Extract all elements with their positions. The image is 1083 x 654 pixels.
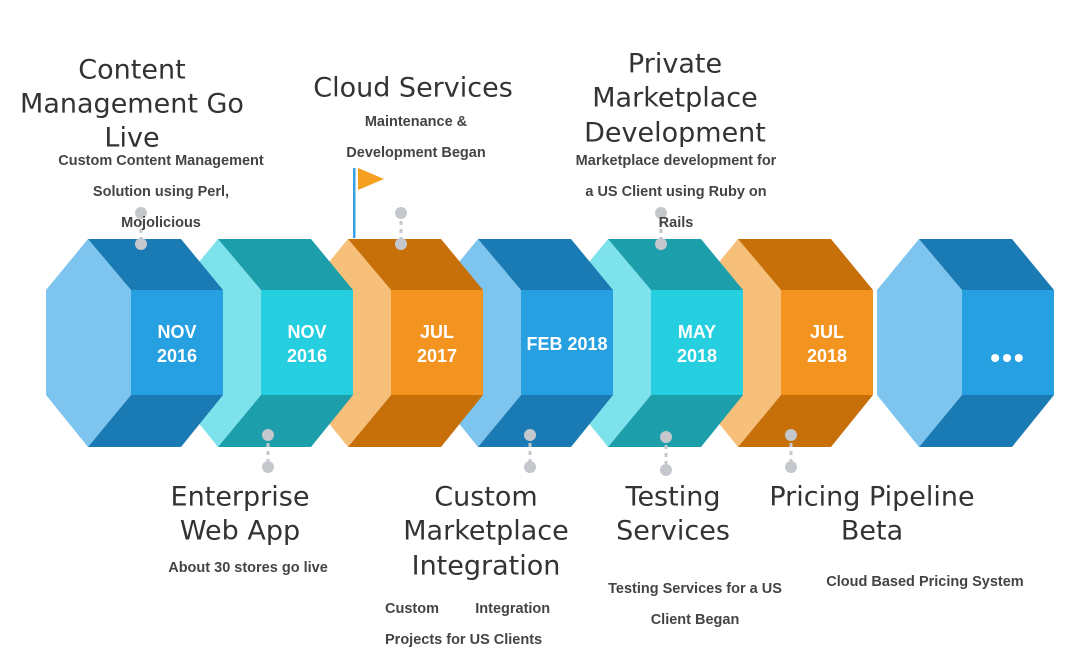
- block-top: [608, 239, 743, 290]
- block-bottom: [919, 395, 1054, 447]
- block-bottom: [608, 395, 743, 447]
- event-title: Management Go: [20, 88, 244, 120]
- block-front: [781, 290, 873, 395]
- block-front: [131, 290, 223, 395]
- flag-icon: [353, 168, 384, 238]
- connector-dot: [262, 461, 274, 473]
- connector-dot: [524, 429, 536, 441]
- block-top: [478, 239, 613, 290]
- block-front: [962, 290, 1054, 395]
- block-bottom: [88, 395, 223, 447]
- block-side: [46, 239, 131, 447]
- connector-dots: [395, 207, 407, 250]
- block-bottom: [348, 395, 483, 447]
- flag-banner: [358, 168, 384, 190]
- event-desc: Rails: [658, 214, 694, 231]
- event-title: Beta: [840, 515, 904, 547]
- timeline-block: [877, 239, 1054, 447]
- connector-dot: [135, 238, 147, 250]
- block-top: [738, 239, 873, 290]
- event-title: Web App: [179, 515, 301, 547]
- connector-dots: [524, 429, 536, 473]
- block-bottom: [218, 395, 353, 447]
- block-front: [391, 290, 483, 395]
- block-top: [919, 239, 1054, 290]
- connector-dot: [655, 238, 667, 250]
- event-desc: Maintenance &: [364, 113, 468, 130]
- connector-dot: [785, 461, 797, 473]
- connector-dot: [395, 238, 407, 250]
- connector-dots: [785, 429, 797, 473]
- event-desc: Cloud Based Pricing System: [826, 573, 1024, 590]
- connector-dot: [135, 207, 147, 219]
- connector-dots: [262, 429, 274, 473]
- event-title: Development: [584, 117, 766, 149]
- block-date-4: FEB 2018: [526, 334, 608, 354]
- connector-dot: [785, 429, 797, 441]
- event-title: Cloud Services: [313, 72, 513, 104]
- event-title: Custom: [434, 481, 538, 513]
- event-title: Live: [104, 122, 160, 154]
- event-title: Integration: [411, 550, 561, 582]
- event-desc: Marketplace development for: [575, 152, 777, 169]
- event-title: Marketplace: [403, 515, 569, 547]
- block-front: [261, 290, 353, 395]
- block-bottom: [738, 395, 873, 447]
- connector-dot: [262, 429, 274, 441]
- event-desc: About 30 stores go live: [168, 559, 328, 576]
- event-desc: a US Client using Ruby on: [585, 183, 767, 200]
- connector-dot: [395, 207, 407, 219]
- timeline-block: [46, 239, 223, 447]
- event-desc: Custom Integration: [385, 600, 551, 617]
- event-title: Pricing Pipeline: [769, 481, 975, 513]
- connector-dot: [524, 461, 536, 473]
- connector-dot: [660, 464, 672, 476]
- more-ellipsis: •••: [990, 342, 1026, 373]
- event-title: Enterprise: [170, 481, 310, 513]
- event-desc: Development Began: [346, 144, 486, 161]
- block-front: [651, 290, 743, 395]
- connector-dot: [660, 431, 672, 443]
- event-title: Marketplace: [592, 82, 758, 114]
- block-top: [88, 239, 223, 290]
- event-desc: Projects for US Clients: [385, 631, 543, 648]
- connector-dots: [660, 431, 672, 476]
- event-desc: Testing Services for a US: [608, 580, 782, 597]
- connector-dot: [655, 207, 667, 219]
- event-desc: Client Began: [650, 611, 740, 628]
- connector-dots: [135, 207, 147, 250]
- event-title: Services: [616, 515, 730, 547]
- event-desc: Mojolicious: [121, 214, 201, 231]
- event-title: Content: [78, 54, 186, 86]
- block-top: [218, 239, 353, 290]
- event-desc: Solution using Perl,: [92, 183, 230, 200]
- block-front: [521, 290, 613, 395]
- block-top: [348, 239, 483, 290]
- block-bottom: [478, 395, 613, 447]
- connector-dots: [655, 207, 667, 250]
- event-title: Private: [627, 48, 723, 80]
- block-side: [877, 239, 962, 447]
- event-title: Testing: [625, 481, 721, 513]
- event-desc: Custom Content Management: [58, 152, 264, 169]
